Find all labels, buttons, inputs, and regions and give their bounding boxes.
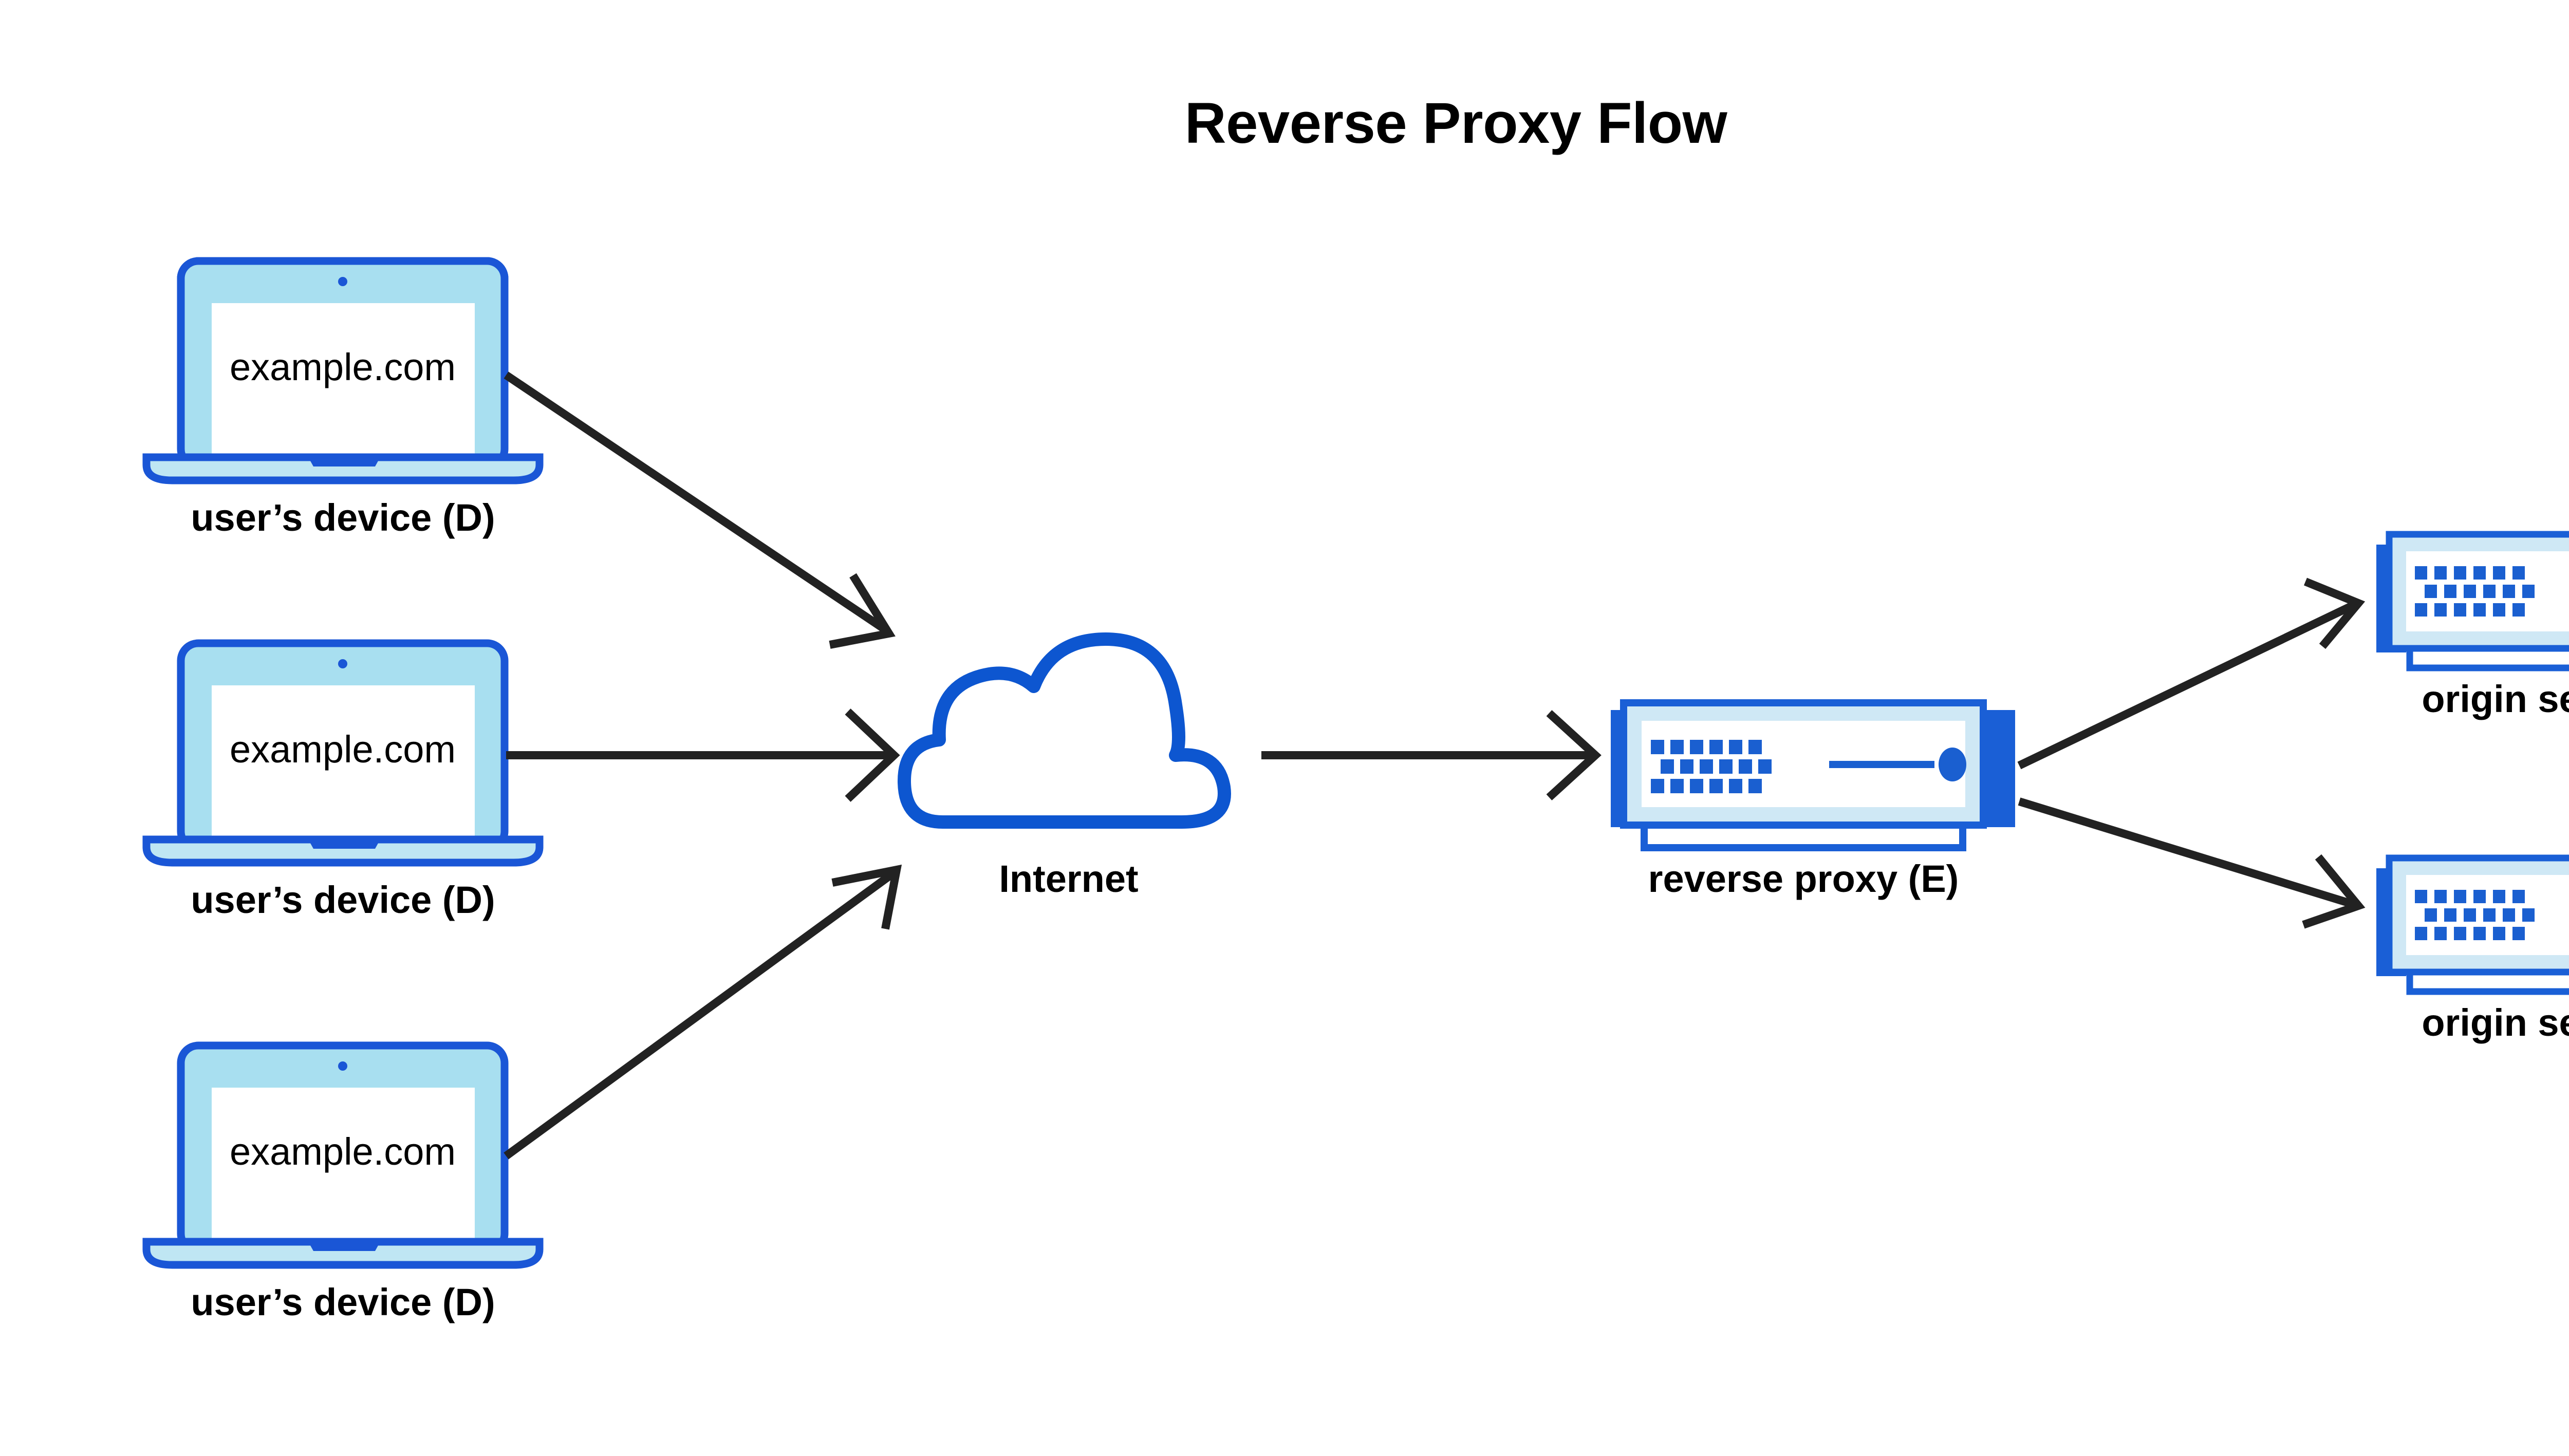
internet-cloud-icon[interactable] — [898, 632, 1231, 829]
origin-server-top-icon[interactable] — [2376, 531, 2569, 671]
server-right-tab — [1983, 710, 2015, 827]
edge-reverse-proxy-to-origin-bottom — [2018, 797, 2366, 929]
laptop-camera-dot — [338, 659, 347, 668]
device-bottom-label: user’s device (D) — [191, 1281, 495, 1323]
server-status-dot — [1939, 748, 1966, 781]
internet-label: Internet — [999, 857, 1139, 900]
device-bottom-icon[interactable] — [142, 1041, 544, 1269]
origin-server-top-label: origin server (F) — [2422, 678, 2569, 720]
server-vent-grid — [2415, 566, 2535, 617]
laptop-base — [142, 1238, 544, 1269]
reverse-proxy-icon[interactable] — [1611, 699, 2015, 851]
device-middle-screen-text: example.com — [229, 728, 456, 771]
server-vent-grid — [1651, 740, 1772, 793]
laptop-camera-dot — [338, 277, 347, 286]
device-middle-icon[interactable] — [142, 639, 544, 867]
laptop-camera-dot — [338, 1061, 347, 1071]
origin-server-bottom-label: origin server (F) — [2422, 1001, 2569, 1044]
laptop-screen — [212, 303, 475, 457]
laptop-screen — [212, 1088, 475, 1242]
server-vent-grid — [2415, 890, 2535, 940]
laptop-base — [142, 453, 544, 484]
edge-reverse-proxy-to-origin-top — [2017, 577, 2366, 770]
edge-device-bottom-to-internet — [504, 864, 902, 1160]
server-status-line — [1829, 761, 1934, 768]
laptop-screen — [212, 685, 475, 839]
laptop-trackpad-notch — [308, 457, 380, 466]
laptop-base — [142, 835, 544, 867]
edge-device-top-to-internet — [504, 371, 896, 649]
device-top-label: user’s device (D) — [191, 496, 495, 539]
laptop-trackpad-notch — [308, 839, 380, 849]
page-title: Reverse Proxy Flow — [1184, 91, 1727, 155]
device-middle-label: user’s device (D) — [191, 879, 495, 921]
edge-device-middle-to-internet — [506, 708, 900, 802]
edge-internet-to-reverse-proxy — [1261, 710, 1602, 800]
device-top-icon[interactable] — [142, 257, 544, 484]
reverse-proxy-label: reverse proxy (E) — [1648, 857, 1959, 900]
cloud-shape — [898, 632, 1231, 829]
laptop-trackpad-notch — [308, 1242, 380, 1251]
device-top-screen-text: example.com — [229, 346, 456, 388]
origin-server-bottom-icon[interactable] — [2376, 854, 2569, 995]
device-bottom-screen-text: example.com — [229, 1130, 456, 1173]
